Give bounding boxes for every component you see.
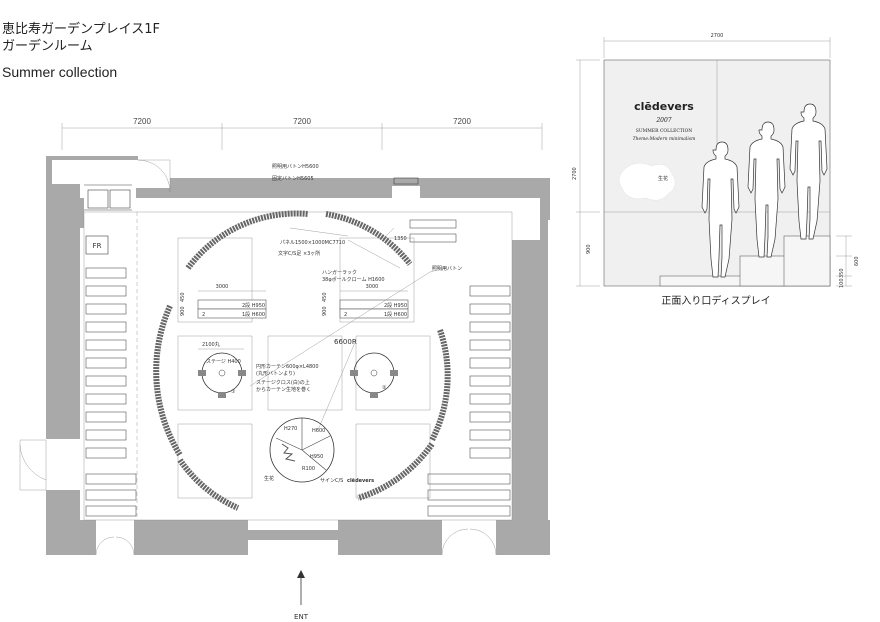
top-dimension-line: 7200 7200 7200 [61,117,543,150]
brand-small: clēdevers [347,478,374,484]
cross-note-2: からカーテン生地を巻く [256,386,311,393]
fr-box [85,235,109,255]
display-year: 2007 [655,117,671,124]
baton-2-label: 固定バトンH5605 [272,175,314,182]
left-num: 2 [202,312,205,318]
cross-note-1: ステージクロス(白)の上 [256,379,310,386]
floor-plan: 7200 7200 7200 [19,117,550,621]
tier-h950: H950 [310,454,323,460]
right-tier-1: 1段 H600 [384,311,407,318]
stage-width: 2100丸 [202,341,220,348]
display-caption: 正面入り口ディスプレイ [661,294,770,307]
platforms [177,237,431,499]
left-tier-2: 2段 H950 [242,302,265,309]
baton-label: 照明用バトン [432,266,462,272]
fr-label: FR [93,242,102,250]
dim-top-1: 7200 [133,117,151,126]
right-num: 2 [344,312,347,318]
room-title: ガーデンルーム [2,39,93,54]
display-height-dim: 2700 [572,167,578,180]
central-tiered-display: H270 H600 H950 R100 生花 サインC/S clēdevers [264,417,374,484]
tier-r100: R100 [302,466,315,472]
stage-num-1: ① [231,389,236,395]
entrance-display: 2700 2700 900 生花 clēdevers 2007 SUMMER C… [572,33,860,307]
runway-arcs [153,210,451,511]
display-900-dim: 900 [586,244,592,254]
display-600-dim: 600 [854,256,860,266]
display-flowers: 生花 [658,175,668,182]
dim-450-b: 450 [322,292,328,302]
right-tier-2: 2段 H950 [384,302,407,309]
curtain-note-2: (丸形バトンより) [256,370,295,377]
stage-num-2: ② [382,385,387,391]
stage-1: 2100丸 ステージ H400 ① [198,341,246,398]
dim-900-a: 900 [180,306,186,316]
baton-1-label: 照明用バトンH5600 [272,164,319,170]
display-theme: Theme:Modern minimalism [633,136,696,142]
left-tier-1: 1段 H600 [242,311,265,318]
entrance: ENT [294,570,309,621]
dim-top-2: 7200 [293,117,311,126]
ent-label: ENT [294,613,309,621]
walls [46,156,550,555]
stage-2: ② [350,352,398,398]
dim-1350: 1350 [394,236,407,242]
sign-text: 文字C/S足 ×3ヶ所 [278,250,320,257]
display-collection: SUMMER COLLECTION [636,128,692,134]
stage-label: ステージ H400 [206,359,241,365]
leader-lines [249,227,447,431]
display-350-dim: 350 [839,268,845,278]
hanger-label: ハンガーラック [322,269,357,276]
left-block-width: 3000 [216,284,229,290]
dim-900-b: 900 [322,306,328,316]
doors [19,159,497,556]
tier-h270: H270 [284,426,297,432]
venue-title: 恵比寿ガーデンプレイス1F [2,22,160,37]
mannequins [701,103,828,278]
display-width-dim: 2700 [711,33,724,39]
right-seating [409,219,511,517]
left-seating [85,267,137,517]
screen-note: パネル1500×1000MC7710 [280,240,345,246]
curtain-note-1: 円形カーテン600φ×L4800 [256,363,319,370]
dim-top-3: 7200 [453,117,471,126]
display-brand: clēdevers [634,100,694,113]
radius-label: 6600R [334,338,357,346]
hanger-spec: 38φポールクローム H1600 [322,276,385,283]
collection-title: Summer collection [2,64,118,80]
tier-h600: H600 [312,428,325,434]
sign-cs-label: サインC/S [320,478,343,484]
flowers-plan: 生花 [264,475,274,482]
dim-450-a: 450 [180,292,186,302]
right-block-width: 3000 [366,284,379,290]
display-100-dim: 100 [839,278,845,288]
